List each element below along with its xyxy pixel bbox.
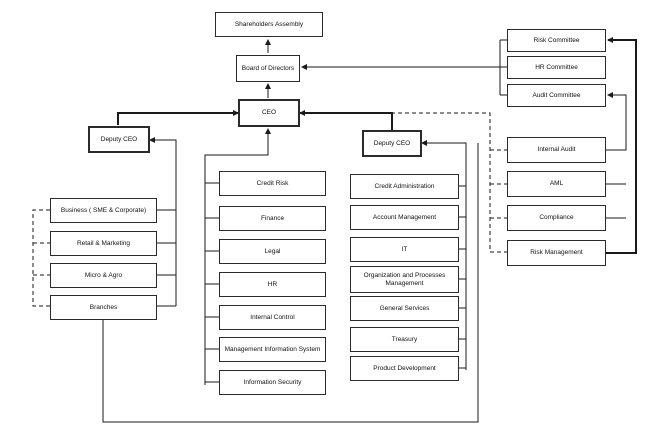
node-aml: AML <box>507 171 606 197</box>
node-branches: Branches <box>50 295 157 320</box>
node-treasury: Treasury <box>350 327 459 352</box>
node-hr: HR <box>219 272 326 297</box>
node-organization-processes-management: Organization and Processes Management <box>350 266 459 293</box>
node-ceo: CEO <box>238 99 300 127</box>
node-audit-committee: Audit Committee <box>507 84 606 107</box>
node-product-development: Product Development <box>350 356 459 381</box>
node-credit-risk: Credit Risk <box>219 171 326 196</box>
node-shareholders-assembly: Shareholders Assembly <box>215 12 323 37</box>
node-finance: Finance <box>219 206 326 231</box>
node-credit-administration: Credit Administration <box>350 174 459 199</box>
node-retail-marketing: Retail & Marketing <box>50 231 157 256</box>
node-deputy-ceo-left: Deputy CEO <box>88 126 150 153</box>
node-board-of-directors: Board of Directors <box>236 55 300 82</box>
node-management-information-system: Management Information System <box>219 337 326 362</box>
node-it: IT <box>350 237 459 262</box>
node-general-services: General Services <box>350 296 459 321</box>
node-compliance: Compliance <box>507 205 606 231</box>
node-hr-committee: HR Committee <box>507 56 606 79</box>
node-legal: Legal <box>219 239 326 264</box>
node-risk-management: Risk Management <box>507 240 606 266</box>
node-internal-audit: Internal Audit <box>507 137 606 163</box>
node-deputy-ceo-right: Deputy CEO <box>362 130 422 157</box>
node-micro-agro: Micro & Agro <box>50 263 157 288</box>
node-information-security: Information Security <box>219 370 326 395</box>
node-risk-committee: Risk Committee <box>507 29 606 52</box>
node-internal-control: Internal Control <box>219 305 326 330</box>
node-business-sme-corporate: Business ( SME & Corporate) <box>50 198 157 223</box>
node-account-management: Account Management <box>350 205 459 230</box>
